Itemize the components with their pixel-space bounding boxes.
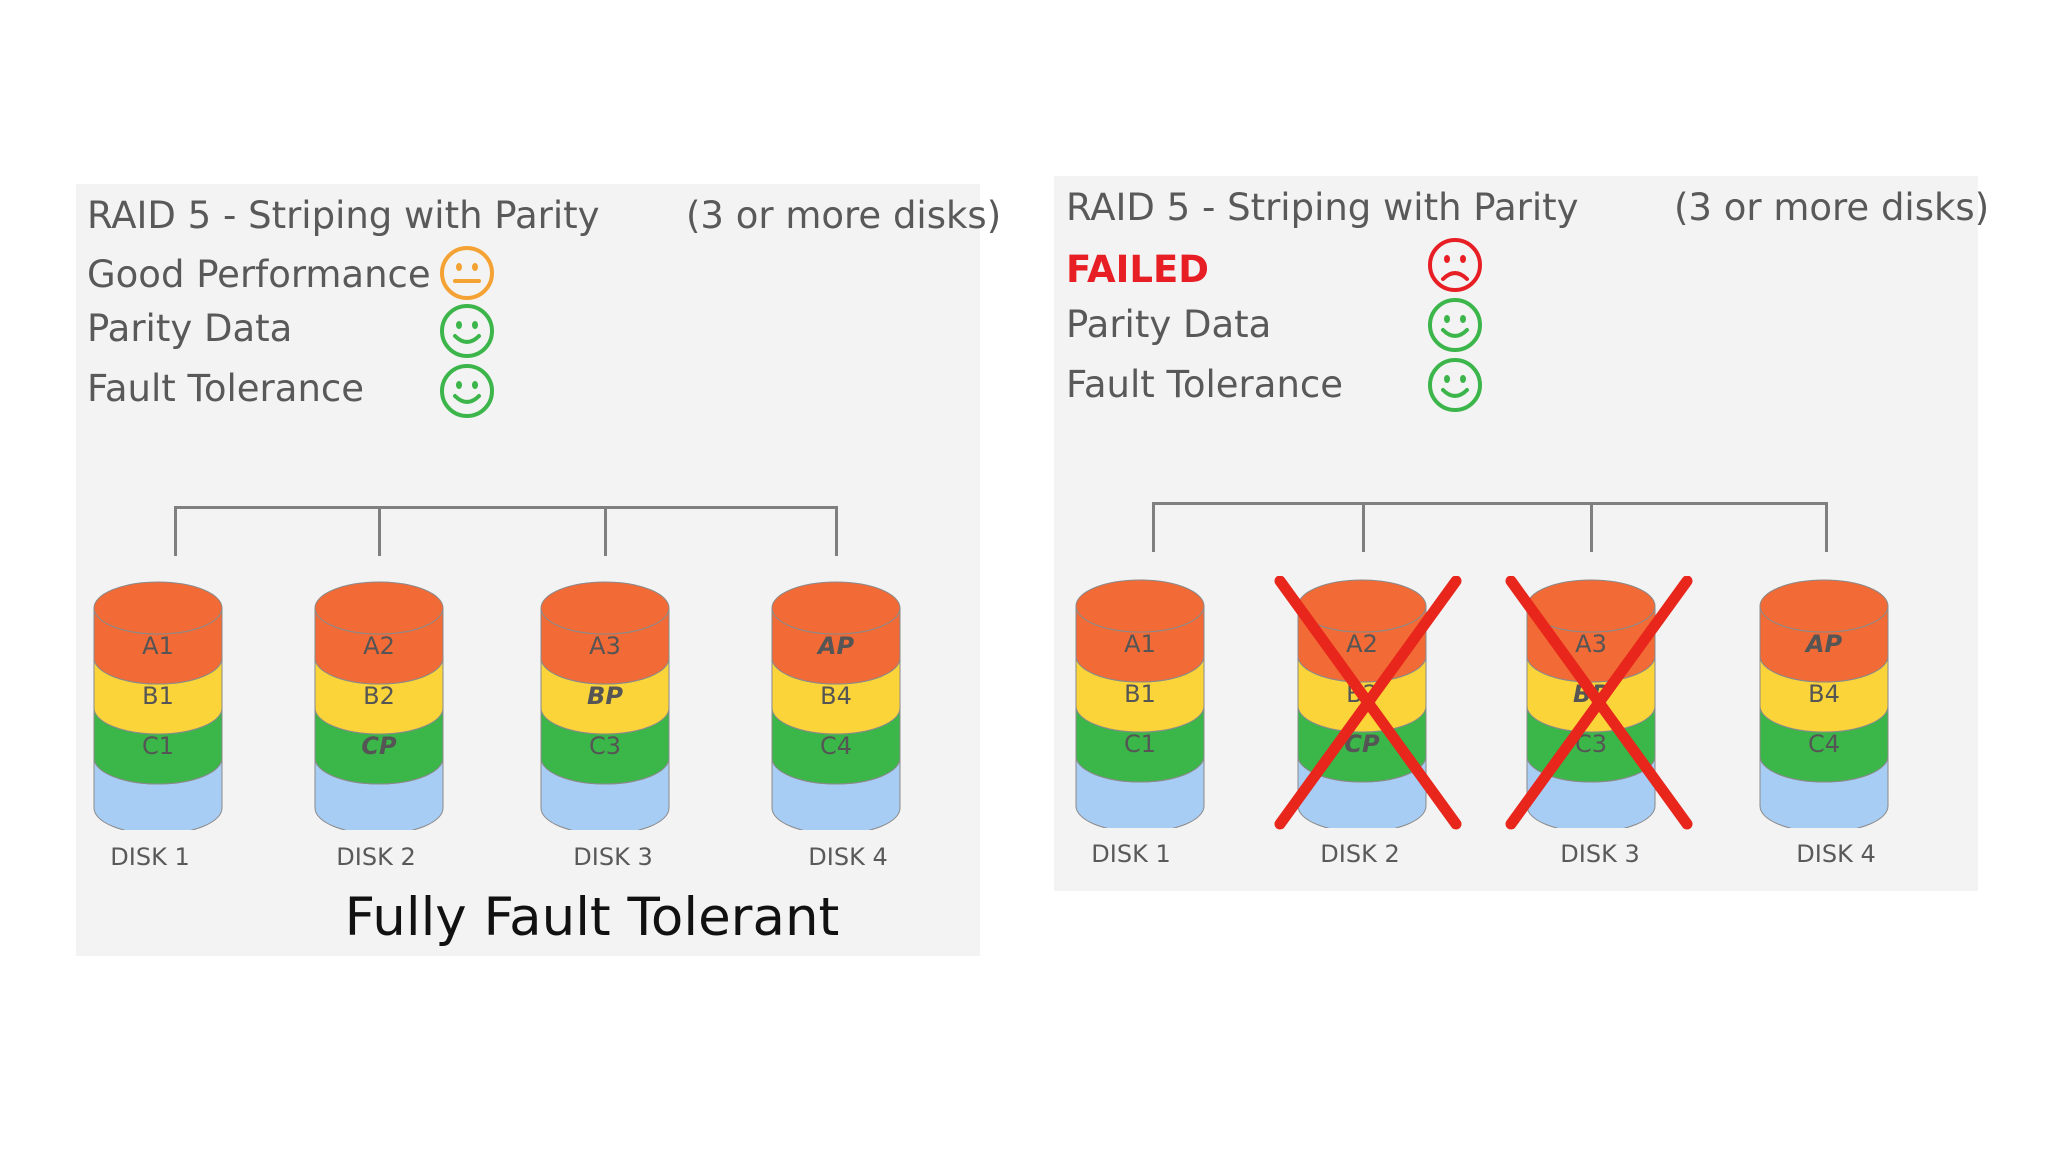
- row-label-performance: Good Performance: [87, 256, 431, 293]
- sad-face-icon: [1426, 236, 1484, 294]
- disk-block-label: A1: [1124, 630, 1156, 658]
- face-eye: [456, 263, 462, 271]
- disk-top: [1760, 580, 1888, 632]
- disk-block-label: A2: [363, 632, 395, 660]
- failed-x-mark: [1499, 576, 1699, 831]
- panel-title: RAID 5 - Striping with Parity: [87, 197, 600, 234]
- connector-line: [1362, 502, 1365, 552]
- disk-label: DISK 3: [573, 845, 652, 869]
- smiley-face-icon: [1426, 356, 1484, 414]
- connector-bus: [174, 506, 836, 509]
- connector-line: [1152, 502, 1155, 552]
- raid5-failed-panel: RAID 5 - Striping with Parity (3 or more…: [1054, 176, 1978, 891]
- disk-top: [772, 582, 900, 634]
- face-mouth: [455, 396, 479, 402]
- disk-block-label: B4: [820, 682, 852, 710]
- panel-title: RAID 5 - Striping with Parity: [1066, 189, 1579, 226]
- disk-label: DISK 2: [1320, 842, 1399, 866]
- face-mouth: [1443, 390, 1467, 396]
- smiley-face-icon: [1426, 296, 1484, 354]
- face-eye: [472, 321, 478, 329]
- row-label-parity: Parity Data: [87, 310, 292, 347]
- disk-label: DISK 2: [336, 845, 415, 869]
- smiley-face-icon: [438, 302, 496, 360]
- panel-subtitle: (3 or more disks): [686, 197, 1001, 234]
- disk-top: [94, 582, 222, 634]
- face-mouth: [1443, 330, 1467, 336]
- disk-label: DISK 4: [1796, 842, 1875, 866]
- disk-block-label: A3: [589, 632, 621, 660]
- face-eye: [456, 321, 462, 329]
- disk-top: [541, 582, 669, 634]
- face-eye: [1444, 375, 1450, 383]
- disk-block-label: C1: [142, 732, 174, 760]
- face-eye: [1460, 255, 1466, 263]
- disk-block-label: B1: [1124, 680, 1156, 708]
- disk-label: DISK 3: [1560, 842, 1639, 866]
- raid5-healthy-panel: RAID 5 - Striping with Parity (3 or more…: [76, 184, 980, 956]
- connector-line: [1825, 502, 1828, 552]
- face-mouth: [455, 336, 479, 342]
- disk-block-label: B2: [363, 682, 395, 710]
- disk-block-label: AP: [1804, 630, 1843, 658]
- connector-bus: [1152, 502, 1826, 505]
- disk-label: DISK 4: [808, 845, 887, 869]
- panel-subtitle: (3 or more disks): [1674, 189, 1989, 226]
- row-label-fault-tolerance: Fault Tolerance: [87, 370, 364, 407]
- disk-block-label: A1: [142, 632, 174, 660]
- failed-x-mark: [1268, 576, 1468, 831]
- disk-block-label: B4: [1808, 680, 1840, 708]
- disk-block-label: C4: [1808, 730, 1840, 758]
- disk-block-label: B1: [142, 682, 174, 710]
- fault-tolerant-caption: Fully Fault Tolerant: [345, 891, 840, 944]
- face-eye: [1444, 255, 1450, 263]
- disk-block-label: C4: [820, 732, 852, 760]
- failed-status-label: FAILED: [1066, 251, 1209, 288]
- smiley-face-icon: [438, 362, 496, 420]
- row-label-parity: Parity Data: [1066, 306, 1271, 343]
- disk-block-label: AP: [816, 632, 855, 660]
- face-eye: [1460, 375, 1466, 383]
- face-mouth: [1443, 273, 1467, 279]
- disk-label: DISK 1: [1091, 842, 1170, 866]
- face-eye: [1460, 315, 1466, 323]
- face-eye: [1444, 315, 1450, 323]
- face-eye: [456, 381, 462, 389]
- connector-line: [378, 506, 381, 556]
- disk-label: DISK 1: [110, 845, 189, 869]
- face-eye: [472, 263, 478, 271]
- disk-block-label: CP: [361, 732, 397, 760]
- connector-line: [174, 506, 177, 556]
- disk-top: [1076, 580, 1204, 632]
- neutral-face-icon: [438, 244, 496, 302]
- disk-block-label: BP: [587, 682, 623, 710]
- connector-line: [1590, 502, 1593, 552]
- disk-top: [315, 582, 443, 634]
- connector-line: [835, 506, 838, 556]
- row-label-fault-tolerance: Fault Tolerance: [1066, 366, 1343, 403]
- disk-block-label: C3: [589, 732, 621, 760]
- disk-block-label: C1: [1124, 730, 1156, 758]
- connector-line: [604, 506, 607, 556]
- face-eye: [472, 381, 478, 389]
